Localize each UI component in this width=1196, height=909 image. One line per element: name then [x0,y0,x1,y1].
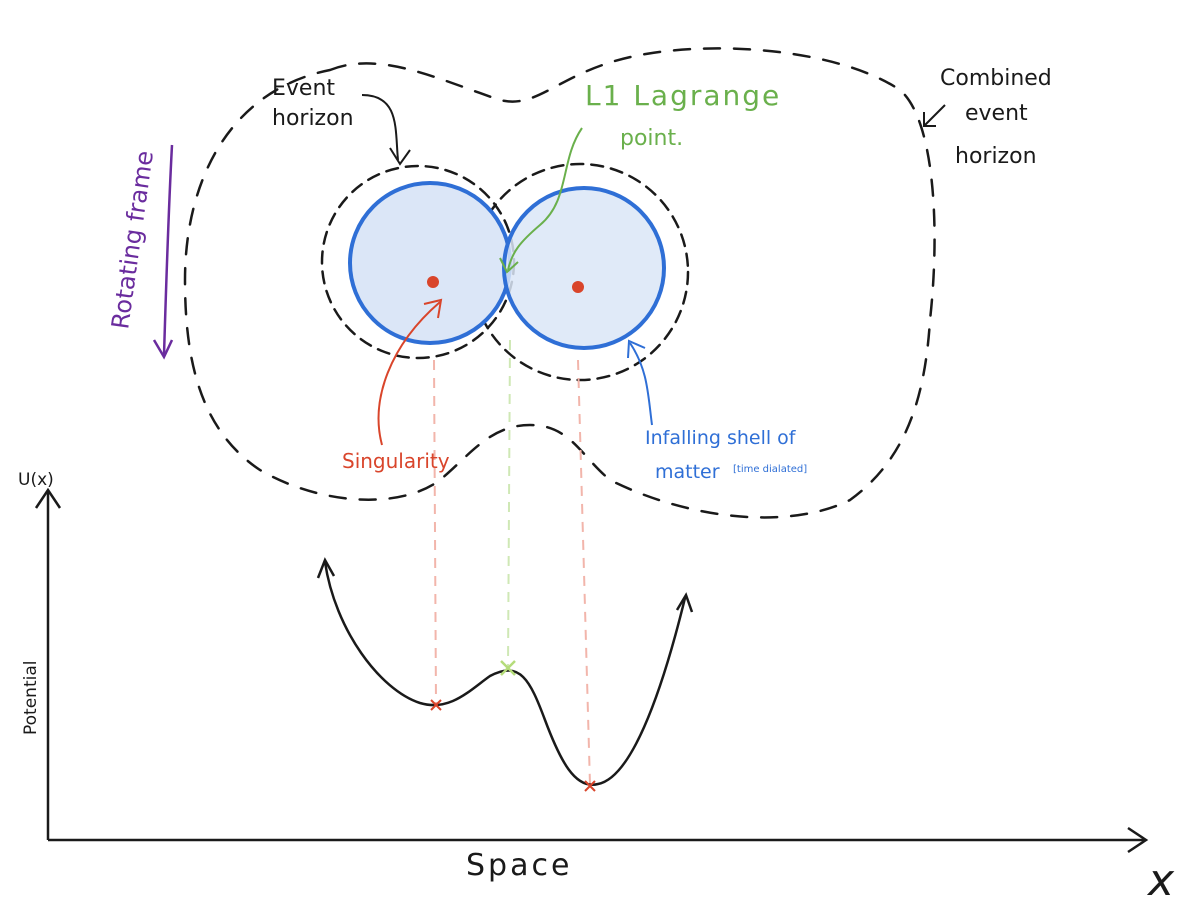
space-label: Space [466,848,572,883]
potential-curve-right-arrowhead [675,592,694,613]
l1-arrowhead [499,257,519,274]
y-axis-label: U(x) [18,470,54,490]
infalling-shell-right [502,186,666,350]
event-horizon-label-line2: horizon [272,106,354,131]
combined-event-horizon-outline [183,47,936,519]
singularity-label: Singularity [342,449,450,473]
singularity-arrow [377,301,441,446]
rotating-frame-arrow [162,144,174,356]
potential-curve-left-arrowhead [316,557,336,579]
x-axis-label: x [1146,855,1175,906]
infalling-arrowhead [627,339,646,359]
combined-horizon-label-line3: horizon [955,144,1037,169]
infalling-shell-left [348,181,512,345]
combined-horizon-label-line2: event [965,101,1028,126]
rotating-frame-label: Rotating frame [106,149,159,331]
right-minimum-marker [584,780,596,792]
x-axis-arrowhead [1127,826,1149,854]
event-horizon-arrowhead [389,147,411,166]
potential-curve [323,560,687,787]
potential-label: Potential [21,661,41,735]
projection-line-right [577,359,591,786]
rotating-frame-arrowhead [152,339,174,360]
singularity-arrowhead [423,298,443,319]
l1-maximum-marker [500,660,516,676]
left-minimum-marker [430,699,442,711]
projection-line-l1 [507,339,511,669]
singularity-right [572,281,584,293]
combined-horizon-arrow [924,104,946,126]
projection-line-left [433,359,437,706]
event-horizon-arrow [361,94,399,161]
infalling-label-line2: matter [655,461,720,483]
infalling-label-line1: Infalling shell of [645,427,797,449]
singularity-left [427,276,439,288]
combined-horizon-label-line1: Combined [940,66,1052,91]
infalling-label-note: [time dialated] [733,464,807,475]
l1-arrow [507,127,583,271]
infalling-arrow [629,342,653,426]
l1-label-line2: point. [620,126,683,151]
l1-label-line1: L1 Lagrange [585,79,781,112]
y-axis-arrowhead [34,487,62,509]
event-horizon-label-line1: Event [272,76,335,101]
combined-horizon-arrowhead [923,112,936,127]
